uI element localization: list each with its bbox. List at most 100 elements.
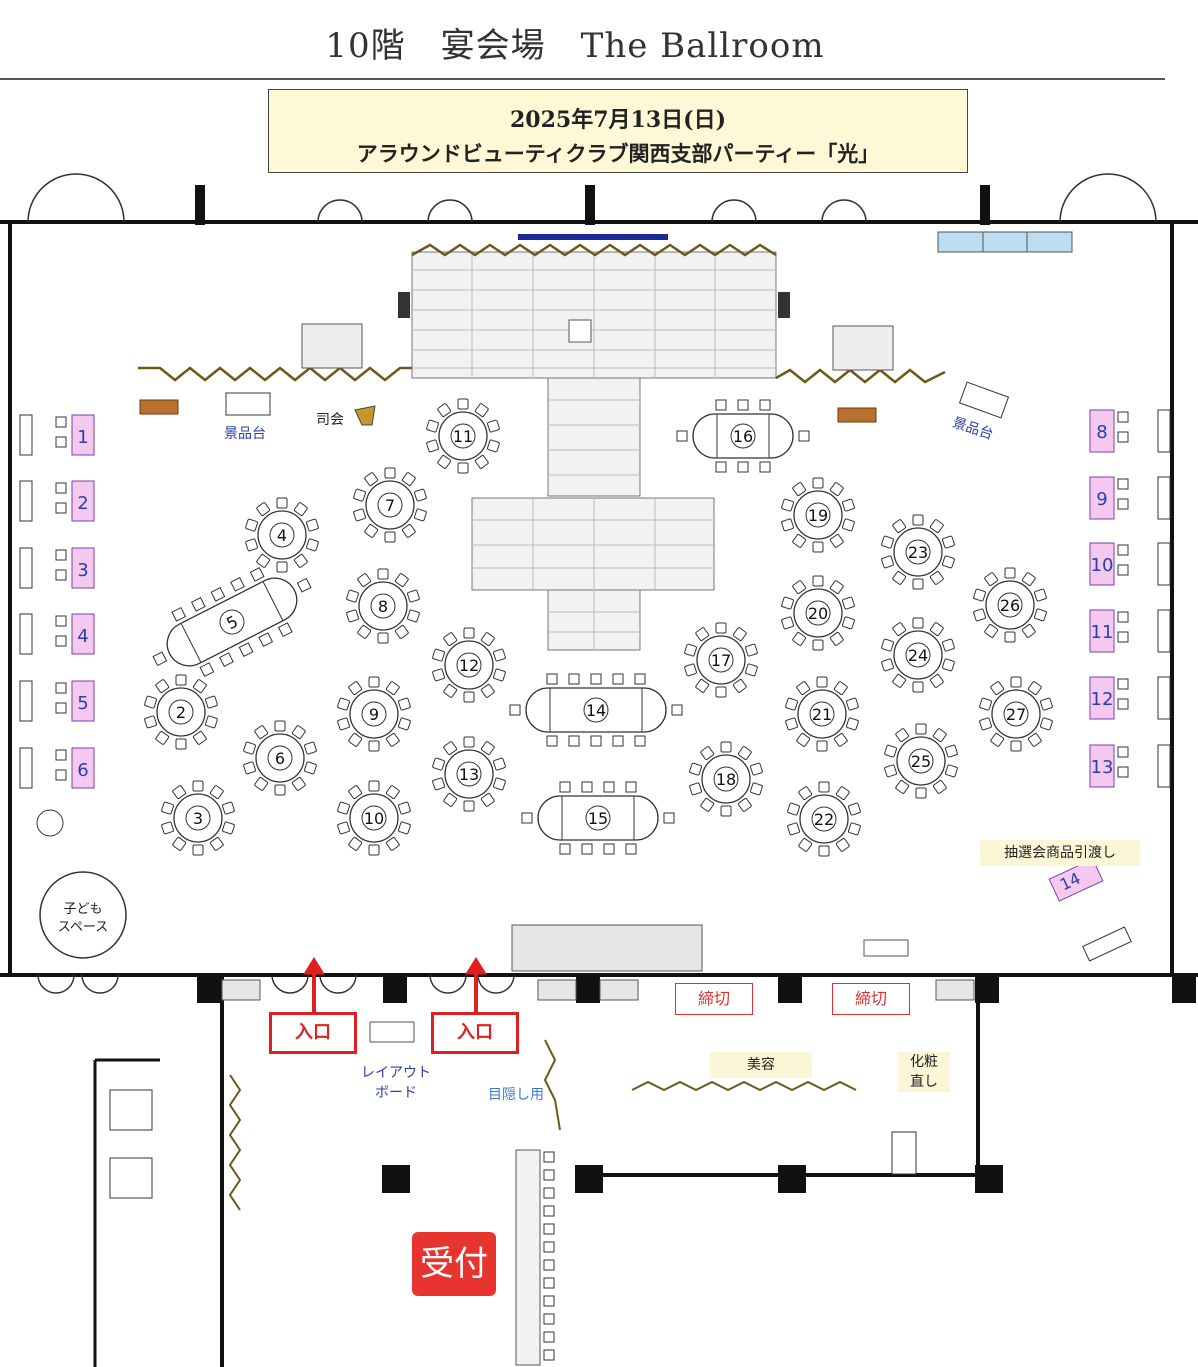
booth-right-number: 12 xyxy=(1091,689,1114,710)
booth-left-3[interactable]: 3 xyxy=(19,547,95,589)
bottom-equipment xyxy=(221,924,975,1043)
table-13[interactable]: 13 xyxy=(432,736,506,812)
right-booth-group: 8 9 10 11 12 13 xyxy=(1089,409,1171,788)
booth-right-10[interactable]: 10 xyxy=(1089,542,1171,586)
booth-left-number: 6 xyxy=(77,760,88,781)
window-strip xyxy=(518,231,1073,253)
title-divider xyxy=(0,78,1165,80)
cutoff-right: 締切 xyxy=(832,983,910,1015)
table-10[interactable]: 10 xyxy=(337,780,411,856)
makeup-label-1: 化粧 xyxy=(898,1052,950,1072)
partitions xyxy=(228,1039,857,1211)
kids-space-label-2: スペース xyxy=(57,920,109,935)
booth-right-number: 9 xyxy=(1096,489,1107,510)
table-number: 16 xyxy=(733,427,753,446)
stage-podium xyxy=(568,319,592,343)
prize-table-left-label: 景品台 xyxy=(224,426,266,442)
table-8[interactable]: 8 xyxy=(346,568,420,644)
table-number: 17 xyxy=(711,651,731,670)
page-title: 10階 宴会場 The Ballroom xyxy=(325,26,825,66)
table-27[interactable]: 27 xyxy=(979,676,1053,752)
booth-right-11[interactable]: 11 xyxy=(1089,609,1171,653)
table-25[interactable]: 25 xyxy=(884,723,958,799)
table-17[interactable]: 17 xyxy=(684,622,758,698)
table-4[interactable]: 4 xyxy=(245,497,319,573)
table-number: 24 xyxy=(908,646,928,665)
table-number: 3 xyxy=(193,809,203,828)
table-26[interactable]: 26 xyxy=(973,567,1047,643)
prize-tables xyxy=(139,381,1010,423)
mc-podium xyxy=(354,405,376,426)
lottery-handover-label: 抽選会商品引渡し xyxy=(980,840,1140,866)
beauty-label: 美容 xyxy=(710,1052,812,1078)
screen-use-label: 目隠し用 xyxy=(488,1087,544,1103)
kids-space-label-1: 子ども xyxy=(63,902,103,917)
table-number: 6 xyxy=(275,749,285,768)
speaker-stands xyxy=(301,292,894,371)
table-3[interactable]: 3 xyxy=(161,780,235,856)
left-booth-group: 1 2 3 4 5 6 xyxy=(19,414,95,789)
table-15[interactable]: 15 xyxy=(521,781,675,855)
table-number: 22 xyxy=(814,810,834,829)
table-5[interactable]: 5 xyxy=(139,551,325,693)
event-date: 2025年7月13日(日) xyxy=(510,107,726,133)
stage-hatch xyxy=(412,252,776,650)
table-23[interactable]: 23 xyxy=(881,514,955,590)
table-14[interactable]: 14 xyxy=(509,673,683,747)
booth-right-9[interactable]: 9 xyxy=(1089,476,1171,520)
table-number: 7 xyxy=(385,496,395,515)
layout-board-label-2: ボード xyxy=(375,1085,417,1101)
booth-left-4[interactable]: 4 xyxy=(19,613,95,655)
table-21[interactable]: 21 xyxy=(785,676,859,752)
table-7[interactable]: 7 xyxy=(353,467,427,543)
booth-left-number: 3 xyxy=(77,560,88,581)
table-number: 25 xyxy=(911,752,931,771)
booth-left-6[interactable]: 6 xyxy=(19,747,95,789)
booth-right-13[interactable]: 13 xyxy=(1089,744,1171,788)
table-2[interactable]: 2 xyxy=(144,674,218,750)
table-12[interactable]: 12 xyxy=(432,627,506,703)
booth-left-5[interactable]: 5 xyxy=(19,680,95,722)
booth-left-number: 1 xyxy=(77,427,88,448)
tables-group: 2346789101112131718192021222324252627514… xyxy=(139,398,1053,857)
table-number: 9 xyxy=(369,705,379,724)
curtain-line xyxy=(138,243,946,384)
entrance-left[interactable]: 入口 xyxy=(269,1012,357,1054)
table-18[interactable]: 18 xyxy=(689,741,763,817)
reception-label[interactable]: 受付 xyxy=(412,1232,496,1296)
table-number: 14 xyxy=(586,701,606,720)
table-11[interactable]: 11 xyxy=(426,398,500,474)
cutoff-left: 締切 xyxy=(675,983,753,1015)
table-9[interactable]: 9 xyxy=(337,676,411,752)
booth-right-8[interactable]: 8 xyxy=(1089,409,1171,453)
door-arcs xyxy=(27,173,1157,994)
table-number: 11 xyxy=(453,427,473,446)
table-number: 10 xyxy=(364,809,384,828)
booth-right-number: 10 xyxy=(1091,555,1114,576)
reception-desk xyxy=(515,1149,555,1366)
booth-left-2[interactable]: 2 xyxy=(19,480,95,522)
booth-right-number: 13 xyxy=(1091,757,1114,778)
table-number: 18 xyxy=(716,770,736,789)
table-20[interactable]: 20 xyxy=(781,575,855,651)
mc-label: 司会 xyxy=(316,412,344,428)
table-number: 4 xyxy=(277,526,287,545)
table-number: 15 xyxy=(588,809,608,828)
booth-left-number: 2 xyxy=(77,493,88,514)
table-number: 27 xyxy=(1006,705,1026,724)
table-number: 12 xyxy=(459,656,479,675)
entrance-right[interactable]: 入口 xyxy=(431,1012,519,1054)
table-22[interactable]: 22 xyxy=(787,781,861,857)
table-19[interactable]: 19 xyxy=(781,477,855,553)
makeup-label-2: 直し xyxy=(898,1072,950,1092)
booth-left-number: 5 xyxy=(77,693,88,714)
table-24[interactable]: 24 xyxy=(881,617,955,693)
booth-right-number: 8 xyxy=(1096,422,1107,443)
table-number: 19 xyxy=(808,506,828,525)
booth-right-12[interactable]: 12 xyxy=(1089,676,1171,720)
table-number: 2 xyxy=(176,703,186,722)
booth-left-1[interactable]: 1 xyxy=(19,414,95,456)
table-16[interactable]: 16 xyxy=(676,399,810,473)
event-banner: 2025年7月13日(日) アラウンドビューティクラブ関西支部パーティー「光」 xyxy=(268,89,968,173)
table-6[interactable]: 6 xyxy=(243,720,317,796)
